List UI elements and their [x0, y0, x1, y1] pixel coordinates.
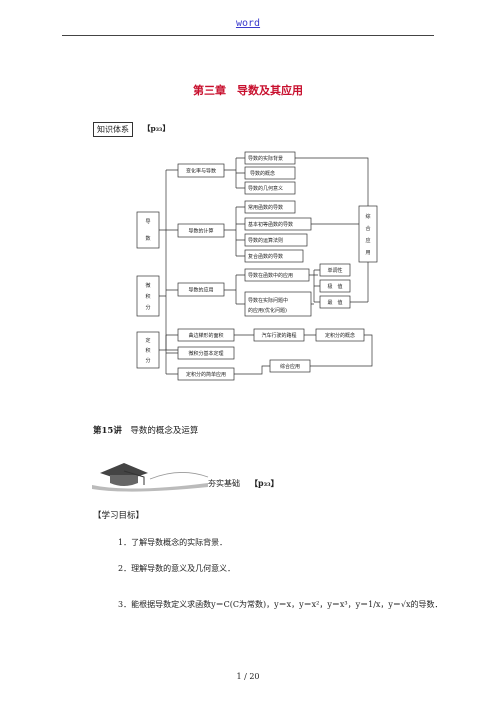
box-daoshu: [136, 211, 160, 249]
lbl-combo: 综合应用: [280, 363, 300, 370]
header-link[interactable]: word: [235, 18, 261, 29]
lbl-fen: 分: [145, 304, 150, 311]
lbl-he: 合: [365, 225, 370, 232]
lbl-ji2: 积: [145, 347, 150, 354]
lbl-bg: 导数的实际背景: [248, 155, 283, 162]
lbl-apply: 导数的应用: [188, 287, 213, 294]
lbl-ding: 定: [145, 337, 150, 344]
lbl-rules: 导数的运算法则: [248, 237, 283, 244]
page-number: 1 / 20: [236, 672, 260, 681]
lbl-defconcept: 定积分的概念: [325, 332, 355, 339]
lbl-real2: 的应用(优化问题): [248, 307, 287, 314]
lbl-shu: 数: [145, 235, 150, 242]
lbl-ying: 应: [365, 237, 370, 244]
goal-item: 1．了解导数概念的实际背景．: [118, 538, 228, 547]
lbl-composite: 复合函数的导数: [248, 253, 283, 260]
lbl-geo: 导数的几何意义: [248, 185, 283, 192]
lbl-curve: 曲边梯形的面积: [188, 332, 223, 339]
lbl-common: 常用函数的导数: [248, 204, 283, 211]
lesson-heading: 第15讲 导数的概念及运算: [93, 424, 198, 436]
lbl-ji: 积: [145, 293, 150, 300]
chapter-title: 第三章 导数及其应用: [193, 84, 303, 97]
lbl-concept: 导数的概念: [250, 170, 275, 177]
lbl-real1: 导数在实际问题中: [248, 297, 288, 304]
lbl-theorem: 微积分基本定理: [188, 350, 223, 357]
knowledge-ref: 【p₃₃】: [143, 124, 170, 133]
lbl-ext: 极 值: [327, 283, 342, 290]
foundation-ref: 【p₃₃】: [250, 478, 279, 488]
lesson-number: 第15讲: [93, 426, 122, 436]
lbl-fen2: 分: [145, 357, 150, 364]
header-divider: [62, 35, 434, 36]
lbl-max: 最 值: [327, 299, 342, 306]
lbl-basic: 基本初等函数的导数: [248, 221, 293, 228]
graduation-cap-icon: [92, 463, 209, 492]
lbl-simple: 定积分的简单应用: [186, 371, 226, 378]
lesson-title: 导数的概念及运算: [130, 426, 199, 436]
goal-item: 2．理解导数的意义及几何意义．: [118, 564, 236, 573]
knowledge-tag: 知识体系: [93, 122, 133, 137]
goals-heading: 【学习目标】: [93, 511, 145, 521]
lbl-yong: 用: [365, 250, 370, 256]
lbl-rate: 变化率与导数: [186, 168, 216, 175]
goal-item: 3．能根据导数定义求函数y＝C(C为常数)，y＝x，y＝x²，y＝x³，y＝1/…: [118, 600, 443, 609]
lbl-mono: 单调性: [327, 267, 342, 274]
lbl-dao: 导: [145, 219, 150, 225]
lbl-calc: 导数的计算: [188, 228, 213, 235]
foundation-label: 夯实基础: [208, 479, 240, 488]
lbl-car: 汽车行驶的路程: [261, 332, 296, 339]
lbl-fnapply: 导数在函数中的应用: [248, 272, 293, 279]
lbl-zong: 综: [365, 213, 370, 220]
lbl-wei: 微: [145, 282, 150, 289]
